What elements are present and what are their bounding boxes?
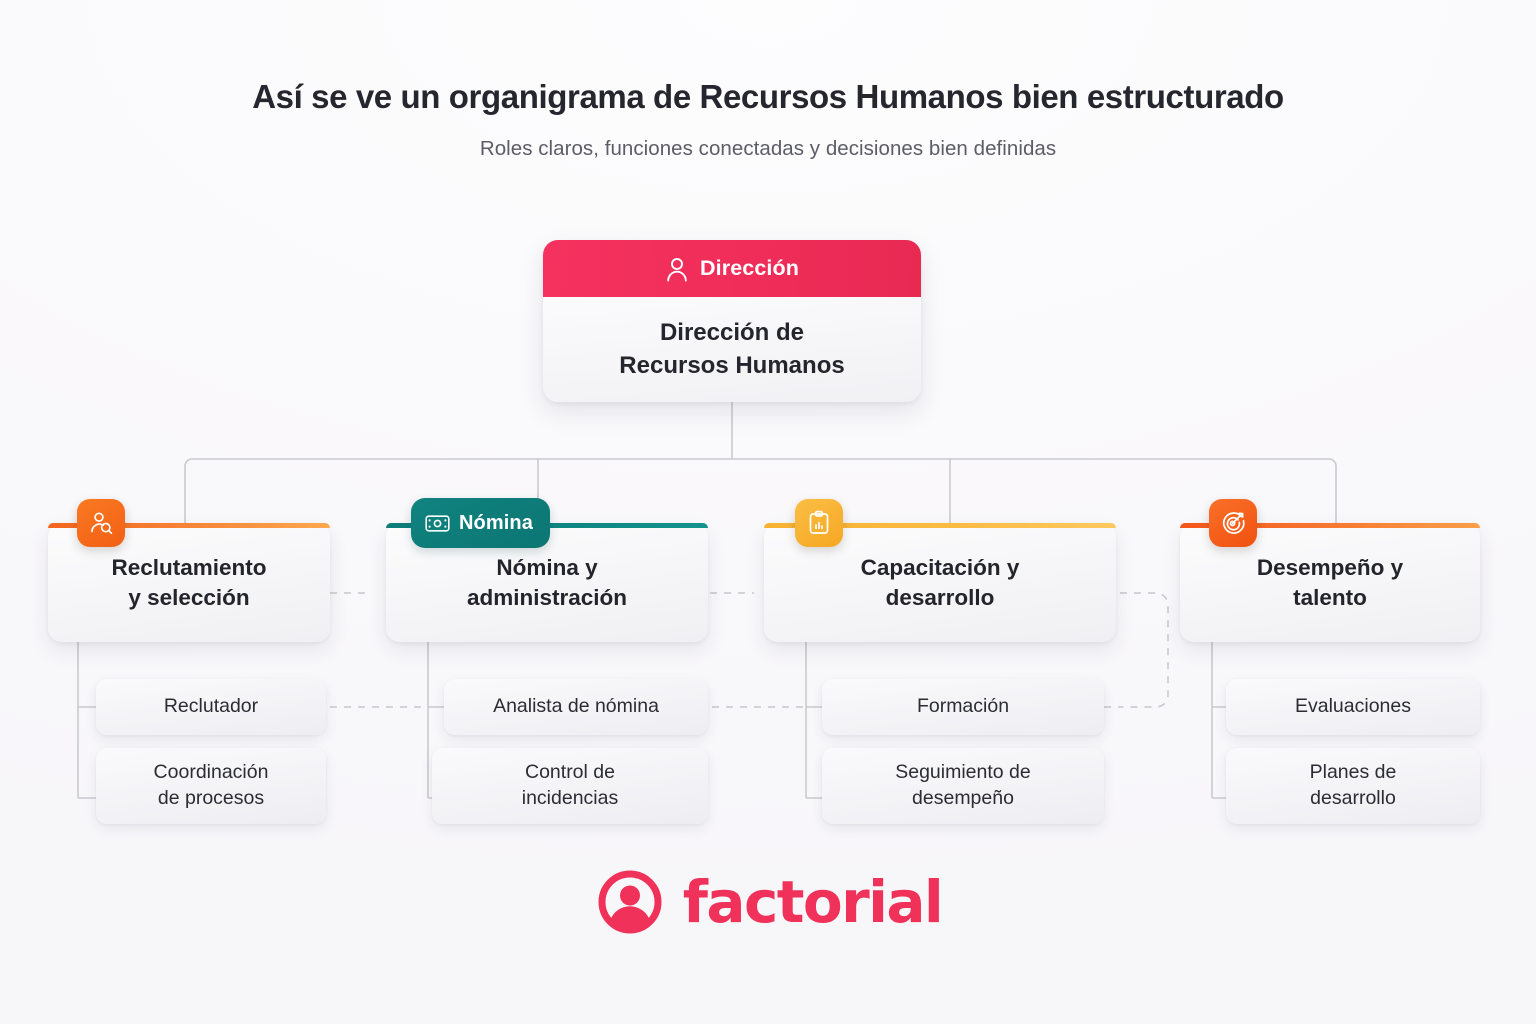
leaf-label: Reclutador	[150, 694, 272, 720]
leaf-label-line2: incidencias	[521, 787, 619, 809]
header: Así se ve un organigrama de Recursos Hum…	[0, 78, 1536, 161]
user-search-icon	[77, 499, 125, 547]
leaf-label-line1: Seguimiento de	[895, 761, 1031, 784]
connector-dashed-branch-3-4	[1120, 592, 1169, 708]
leaf-label: Analista de nómina	[479, 694, 673, 720]
branch-accent-bar	[764, 523, 1116, 528]
leaf-label-line1: Evaluaciones	[1295, 695, 1411, 718]
badge-label: Nómina	[459, 511, 533, 534]
branch-title: Desempeño y talento	[1237, 553, 1423, 613]
connector-bus-cap-right	[1328, 458, 1337, 467]
branch-title-line1: Capacitación y	[860, 554, 1020, 580]
root-node-direccion[interactable]: Dirección Dirección de Recursos Humanos	[543, 240, 921, 402]
leaf-label-line2: desarrollo	[1310, 787, 1396, 809]
factorial-logo: factorial	[0, 866, 1536, 938]
factorial-wordmark: factorial	[682, 868, 944, 936]
leaf-node-formacion[interactable]: Formación	[822, 679, 1104, 735]
branch-title-line1: Nómina y	[496, 554, 598, 580]
leaf-node-coordinacion-procesos[interactable]: Coordinación de procesos	[96, 748, 326, 824]
branch-title-line2: y selección	[128, 584, 250, 610]
root-title-line2: Recursos Humanos	[619, 351, 845, 379]
leaf-label: Evaluaciones	[1281, 694, 1425, 720]
leaf-label: Seguimiento de desempeño	[881, 760, 1045, 811]
branch-node-desempeno[interactable]: Desempeño y talento	[1180, 499, 1480, 642]
page-subtitle: Roles claros, funciones conectadas y dec…	[479, 136, 1057, 160]
branch-title: Reclutamiento y selección	[91, 553, 286, 613]
leaf-node-analista-nomina[interactable]: Analista de nómina	[444, 679, 708, 735]
branch-title-line2: desarrollo	[885, 584, 995, 610]
root-tag-label: Dirección	[700, 256, 799, 280]
leaf-label: Planes de desarrollo	[1296, 760, 1411, 811]
branch-node-nomina[interactable]: Nómina Nómina y administración	[386, 498, 708, 642]
leaf-node-control-incidencias[interactable]: Control de incidencias	[432, 748, 708, 824]
connector-leaf-col-4	[1211, 642, 1226, 799]
badge-nomina: Nómina	[411, 498, 550, 548]
root-title-line1: Dirección de	[659, 318, 805, 346]
leaf-label-line1: Analista de nómina	[493, 695, 659, 718]
branch-title-line1: Desempeño y	[1256, 554, 1404, 580]
connector-bus-cap-left	[184, 458, 193, 467]
leaf-node-reclutador[interactable]: Reclutador	[96, 679, 326, 735]
leaf-node-seguimiento-desempeno[interactable]: Seguimiento de desempeño	[822, 748, 1104, 824]
page-title: Así se ve un organigrama de Recursos Hum…	[252, 78, 1284, 115]
clipboard-chart-icon	[795, 499, 843, 547]
leaf-label: Coordinación de procesos	[140, 760, 283, 811]
connector-leaf-col-3	[805, 642, 822, 799]
banknote-icon	[425, 514, 450, 533]
branch-title: Nómina y administración	[447, 553, 647, 613]
branch-node-reclutamiento[interactable]: Reclutamiento y selección	[48, 499, 330, 642]
leaf-label-line1: Formación	[916, 695, 1010, 718]
leaf-node-planes-desarrollo[interactable]: Planes de desarrollo	[1226, 748, 1480, 824]
branch-title-line2: talento	[1293, 584, 1367, 610]
leaf-node-evaluaciones[interactable]: Evaluaciones	[1226, 679, 1480, 735]
leaf-label-line1: Coordinación	[153, 761, 269, 784]
leaf-label-line1: Planes de	[1309, 761, 1397, 784]
leaf-label-line1: Reclutador	[163, 695, 259, 718]
leaf-label: Formación	[903, 694, 1023, 720]
branch-title-line2: administración	[466, 584, 628, 610]
branch-node-capacitacion[interactable]: Capacitación y desarrollo	[764, 499, 1116, 642]
target-arrow-icon	[1209, 499, 1257, 547]
branch-title-line1: Reclutamiento	[111, 554, 267, 580]
root-node-header: Dirección	[543, 240, 921, 297]
branch-title: Capacitación y desarrollo	[841, 553, 1040, 613]
person-icon	[665, 256, 689, 282]
connector-leaf-col-1	[77, 642, 96, 799]
branch-accent-bar	[48, 523, 330, 528]
leaf-label: Control de incidencias	[508, 760, 632, 811]
leaf-label-line2: desempeño	[912, 787, 1014, 809]
root-node-body: Dirección de Recursos Humanos	[543, 297, 921, 402]
factorial-person-circle-icon	[594, 866, 666, 938]
leaf-label-line1: Control de	[525, 761, 615, 784]
leaf-label-line2: de procesos	[157, 787, 265, 809]
branch-accent-bar	[1180, 523, 1480, 528]
root-title: Dirección de Recursos Humanos	[597, 317, 866, 382]
